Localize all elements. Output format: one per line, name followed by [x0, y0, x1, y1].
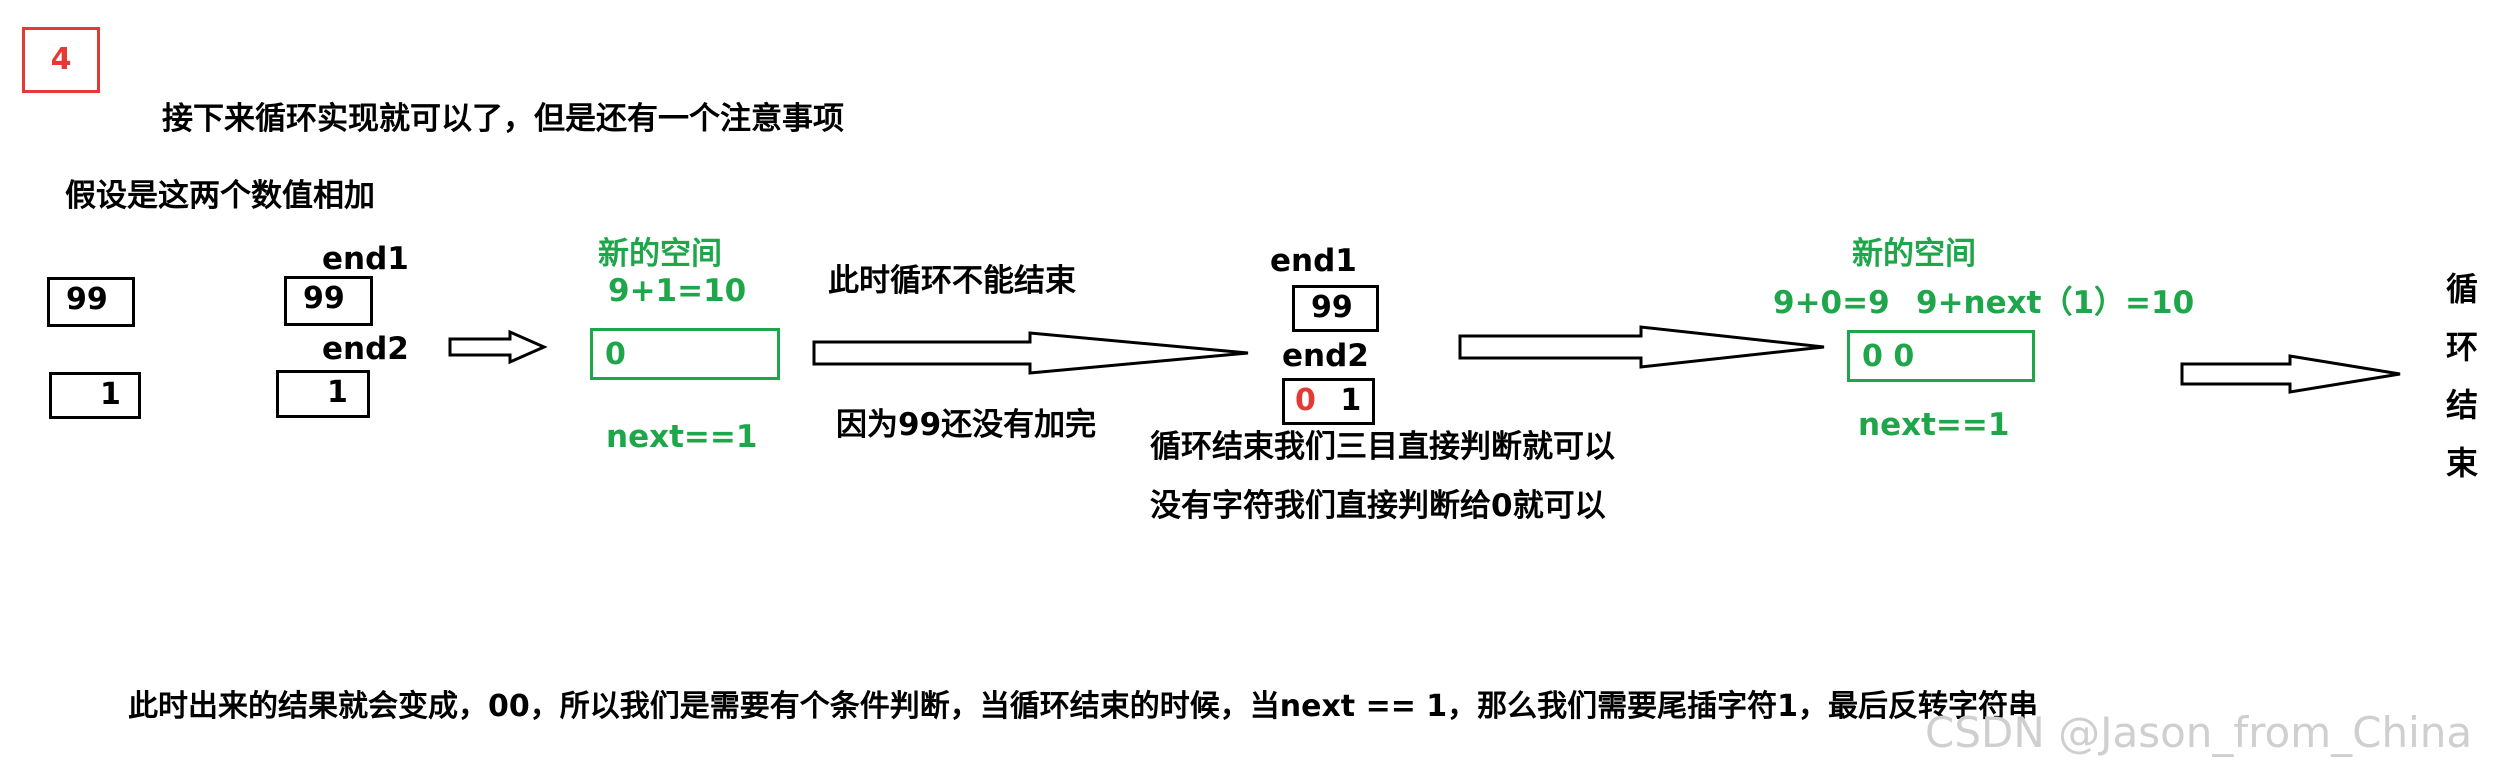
panel4-end1-label: end1: [1270, 243, 1357, 279]
panel4-end2-label: end2: [1282, 338, 1369, 374]
loop-end-char: 束: [2445, 444, 2478, 482]
panel3-next: next==1: [606, 419, 758, 455]
arrow-right-icon: [448, 329, 548, 365]
note-zero-default: 没有字符我们直接判断给0就可以: [1150, 488, 1606, 524]
panel4-value-b-box: 0 1: [1282, 378, 1375, 425]
panel3-result-box: 0: [590, 328, 780, 380]
panel4-value-a: 99: [1292, 285, 1379, 332]
panel4-value-b: 1: [1340, 383, 1362, 418]
panel5-result-box: 0 0: [1847, 330, 2035, 382]
panel1-value-a: 99: [47, 277, 135, 327]
summary-text: 此时出来的结果就会变成，00，所以我们是需要有个条件判断，当循环结束的时候，当n…: [128, 689, 2039, 724]
note-not-finished: 因为99还没有加完: [836, 407, 1097, 443]
watermark: CSDN @Jason_from_China: [1925, 708, 2473, 757]
panel3-title: 新的空间: [598, 236, 722, 272]
step-number-box: 4: [22, 27, 100, 93]
note-loop-not-end: 此时循环不能结束: [828, 263, 1076, 299]
headline: 接下来循环实现就可以了，但是还有一个注意事项: [162, 101, 844, 137]
arrow-right-long-icon: [1458, 325, 1825, 369]
loop-end-vertical-text: 循 环 结 束: [2442, 260, 2482, 492]
panel3-calc: 9+1=10: [608, 273, 747, 309]
panel5-next: next==1: [1858, 407, 2010, 443]
panel2-end1-label: end1: [322, 241, 409, 277]
panel5-calc2: 9+next（1）=10: [1916, 285, 2195, 321]
arrow-right-long-icon: [812, 331, 1249, 375]
panel2-value-a: 99: [284, 276, 373, 326]
panel2-end2-label: end2: [322, 331, 409, 367]
loop-end-char: 结: [2445, 386, 2478, 424]
loop-end-char: 环: [2445, 328, 2478, 366]
loop-end-char: 循: [2445, 270, 2478, 308]
note-ternary: 循环结束我们三目直接判断就可以: [1150, 429, 1615, 465]
panel1-value-b: 1: [49, 372, 141, 419]
panel5-calc1: 9+0=9: [1773, 285, 1890, 321]
arrow-right-icon: [2180, 354, 2401, 394]
assumption-text: 假设是这两个数值相加: [65, 178, 375, 214]
panel2-value-b: 1: [276, 370, 370, 418]
panel5-title: 新的空间: [1852, 236, 1976, 272]
panel4-padding-zero: 0: [1295, 383, 1316, 418]
